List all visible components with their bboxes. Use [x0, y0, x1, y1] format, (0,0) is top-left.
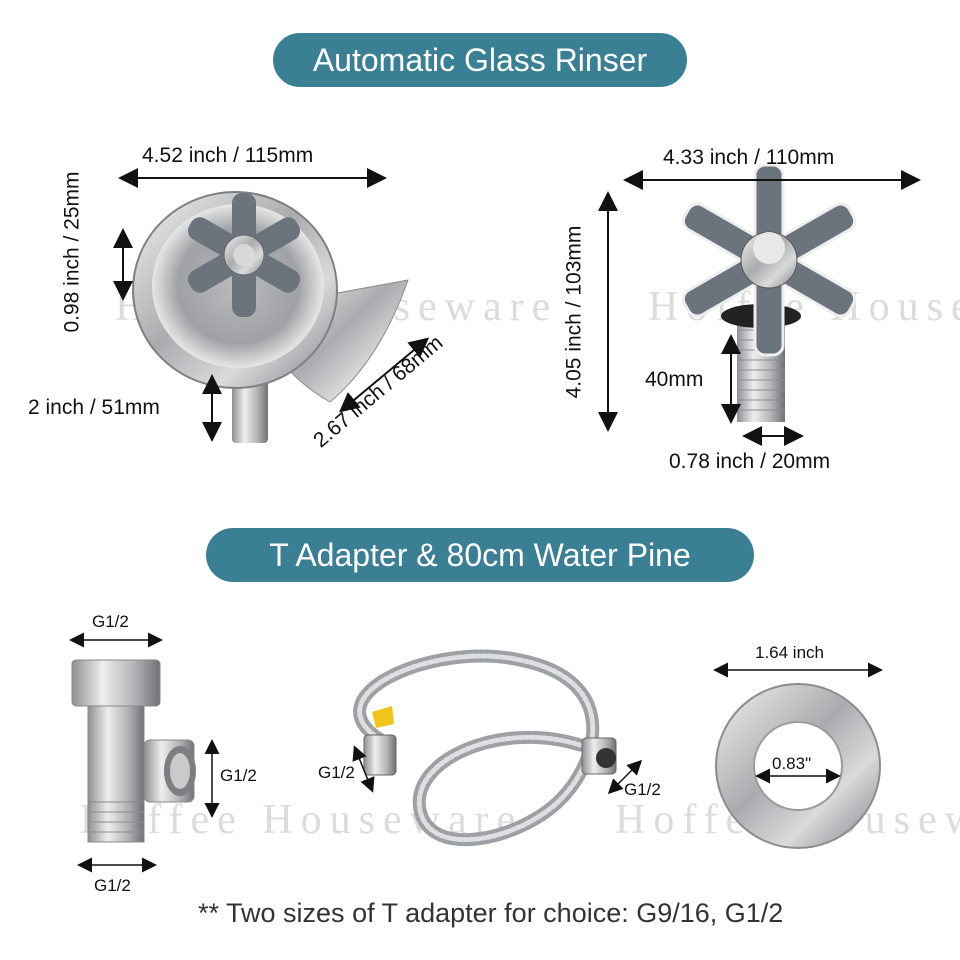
flange-inner-label: 0.83"	[772, 754, 812, 773]
t-adapter-side-label: G1/2	[220, 766, 257, 785]
jet-thread-diameter-label: 0.78 inch / 20mm	[669, 450, 831, 473]
flange-illustration	[715, 683, 881, 849]
hose-right-label: G1/2	[624, 780, 661, 799]
jet-width-label: 4.33 inch / 110mm	[663, 146, 835, 169]
rinser-illustration	[132, 191, 409, 443]
jet-illustration	[681, 163, 857, 422]
t-adapter-bottom-label: G1/2	[94, 876, 131, 895]
rinser-rim-height-label: 0.98 inch / 25mm	[60, 171, 84, 333]
t-adapter-illustration	[71, 659, 196, 843]
hose-illustration	[353, 649, 600, 847]
jet-height-label: 4.05 inch / 103mm	[562, 225, 586, 399]
t-adapter-top-label: G1/2	[92, 612, 129, 631]
hose-left-label: G1/2	[318, 763, 355, 782]
t-adapter-size-note: ** Two sizes of T adapter for choice: G9…	[198, 898, 784, 928]
rinser-width-label: 4.52 inch / 115mm	[142, 144, 314, 167]
jet-thread-length-label: 40mm	[645, 368, 704, 391]
flange-outer-label: 1.64 inch	[755, 643, 824, 662]
rinser-pipe-length-label: 2 inch / 51mm	[28, 396, 160, 419]
header-t-adapter: T Adapter & 80cm Water Pine	[206, 528, 754, 582]
header-glass-rinser: Automatic Glass Rinser	[273, 33, 687, 87]
